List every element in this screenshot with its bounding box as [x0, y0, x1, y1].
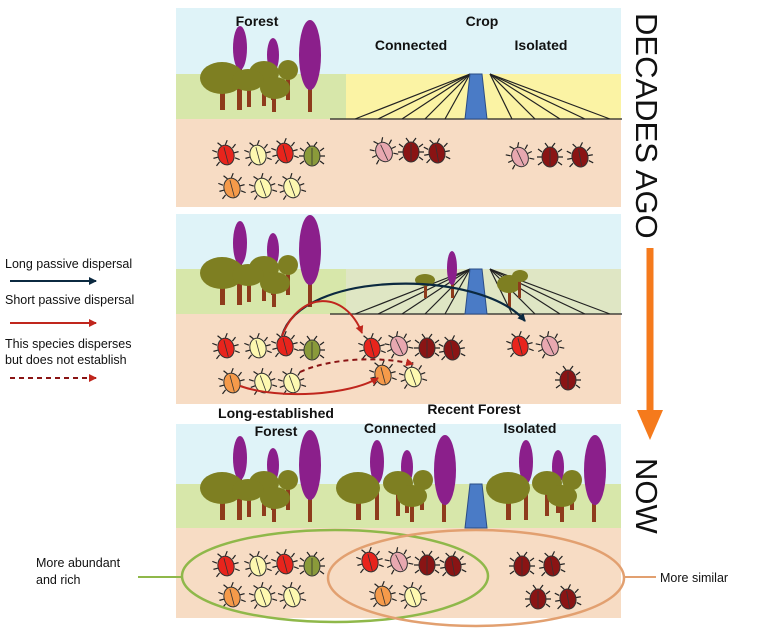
road: [464, 268, 488, 315]
legend-no-establish-label-1: This species disperses: [5, 337, 131, 351]
pale-beetle-icon: [248, 172, 278, 200]
dark-beetle-icon: [555, 365, 581, 391]
pale-beetle-icon: [248, 581, 278, 609]
short-dispersal-arrow: [239, 377, 379, 396]
legend-short-passive-label: Short passive dispersal: [5, 293, 134, 307]
pale-beetle-icon: [277, 581, 307, 609]
pale-beetle-icon: [277, 367, 307, 395]
sky: [176, 8, 621, 74]
forest-label: Forest: [236, 13, 279, 29]
orange-beetle-icon: [218, 581, 246, 609]
red-beetle-icon: [212, 550, 240, 578]
similar-annotation: More similar: [660, 571, 728, 585]
dark-beetle-icon: [414, 333, 440, 359]
orange-beetle-icon: [218, 172, 246, 200]
pale-beetle-icon: [398, 581, 428, 609]
dark-beetle-icon: [439, 551, 467, 577]
beetle-group: [212, 330, 581, 395]
timeline: DECADES AGO NOW: [629, 13, 664, 535]
long-established-label-2: Forest: [255, 423, 298, 439]
forest-trees: [200, 430, 321, 522]
isolated-forest-trees: [486, 435, 606, 522]
pale-beetle-icon: [244, 139, 272, 167]
legend-long-passive-label: Long passive dispersal: [5, 257, 132, 271]
abundant-annotation-1: More abundant: [36, 556, 121, 570]
short-dispersal-arrow: [281, 300, 364, 337]
dark-beetle-icon: [537, 142, 563, 168]
dark-beetle-icon: [414, 550, 440, 576]
decades-ago-label: DECADES AGO: [629, 13, 664, 239]
dark-beetle-icon: [398, 137, 424, 163]
legend-no-establish-label-2: but does not establish: [5, 353, 127, 367]
beetle-group: [212, 546, 582, 610]
dark-beetle-icon: [566, 142, 594, 168]
legend: Long passive dispersal Short passive dis…: [5, 257, 134, 382]
forest-trees: [200, 215, 321, 307]
connected-label: Connected: [364, 420, 436, 436]
panel-decades-ago: Forest Crop Connected Isolated: [176, 8, 622, 207]
red-beetle-icon: [212, 139, 240, 167]
red-beetle-icon: [212, 332, 240, 360]
road: [464, 73, 488, 120]
green-beetle-icon: [299, 335, 325, 361]
red-beetle-icon: [506, 330, 534, 358]
timeline-arrow-head: [637, 410, 663, 440]
isolated-label: Isolated: [515, 37, 568, 53]
connected-label: Connected: [375, 37, 447, 53]
green-beetle-icon: [299, 141, 325, 167]
soil-layer: [176, 314, 621, 404]
pink-beetle-icon: [384, 331, 414, 359]
panel-dispersal: [176, 214, 622, 404]
dark-beetle-icon: [438, 335, 466, 361]
pink-beetle-icon: [384, 547, 414, 575]
red-beetle-icon: [358, 332, 386, 360]
red-beetle-icon: [271, 548, 299, 576]
recent-forest-label: Recent Forest: [427, 401, 521, 417]
panel-now: Long-established Forest Recent Forest Co…: [138, 401, 656, 628]
red-beetle-icon: [271, 137, 299, 165]
connected-forest-trees: [336, 435, 456, 522]
pale-beetle-icon: [398, 361, 428, 389]
pink-beetle-icon: [369, 137, 399, 165]
dark-beetle-icon: [423, 138, 451, 164]
abundant-annotation-2: and rich: [36, 573, 81, 587]
road: [464, 483, 488, 529]
pale-beetle-icon: [248, 367, 278, 395]
failed-dispersal-arrow: [299, 358, 414, 373]
pink-beetle-icon: [505, 142, 535, 170]
beetle-group: [212, 137, 594, 200]
green-beetle-icon: [299, 551, 325, 577]
orange-beetle-icon: [218, 367, 246, 395]
red-beetle-icon: [271, 330, 299, 358]
dark-beetle-icon: [509, 551, 535, 577]
red-beetle-icon: [356, 546, 384, 574]
dark-beetle-icon: [554, 584, 582, 610]
pink-beetle-icon: [535, 331, 565, 359]
dark-beetle-icon: [525, 584, 551, 610]
isolated-label: Isolated: [504, 420, 557, 436]
long-established-label-1: Long-established: [218, 405, 334, 421]
now-label: NOW: [629, 458, 664, 535]
sky: [176, 214, 621, 269]
pale-beetle-icon: [244, 332, 272, 360]
dark-beetle-icon: [538, 551, 566, 577]
pale-beetle-icon: [277, 172, 307, 200]
orange-beetle-icon: [369, 359, 397, 387]
forest-trees: [200, 20, 321, 112]
pale-beetle-icon: [244, 550, 272, 578]
orange-beetle-icon: [369, 580, 397, 608]
crop-label: Crop: [466, 13, 499, 29]
dispersal-arrows: [239, 282, 526, 396]
